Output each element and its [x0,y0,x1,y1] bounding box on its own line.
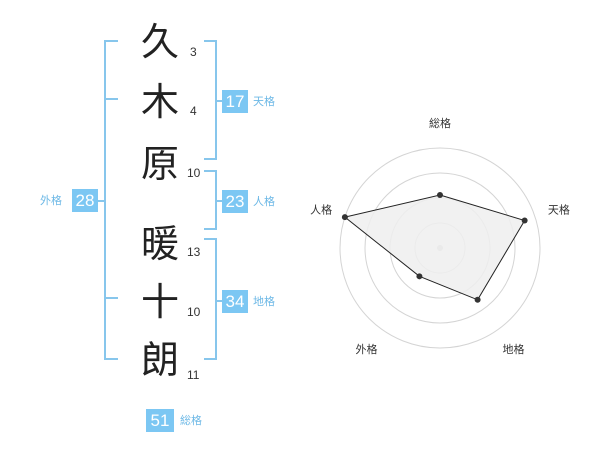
name-char-6: 朗 [140,338,179,382]
jinkaku-label: 人格 [253,195,275,208]
gaikaku-label: 外格 [40,194,62,207]
radar-ring [364,172,516,324]
radar-area [343,194,526,301]
stroke-count-3: 10 [187,166,201,180]
gaikaku-connector [98,200,106,202]
tenkaku-connector [215,100,222,102]
name-char-3: 原 [140,142,179,186]
stroke-count-4: 13 [187,245,201,259]
bracket-tick [104,297,118,299]
name-char-4: 暖 [140,222,179,266]
tenkaku-label: 天格 [253,95,275,108]
chikaku-value-badge: 34 [222,290,248,313]
radar-axis-label: 総格 [429,116,451,130]
radar-axis-label: 人格 [310,202,332,216]
tenkaku-value-badge: 17 [222,90,248,113]
bracket-tick [104,98,118,100]
radar-point [521,217,528,224]
chikaku-connector [215,300,222,302]
name-char-2: 木 [140,80,179,124]
name-char-5: 十 [140,280,179,324]
radar-point [437,192,443,198]
jinkaku-connector [215,200,222,202]
chikaku-label: 地格 [253,295,275,308]
radar-axis-label: 天格 [548,202,570,216]
gaikaku-bracket [104,40,118,360]
chikaku-bracket [204,238,217,360]
jinkaku-value-badge: 23 [222,190,248,213]
radar-ring [339,147,541,349]
radar-point [341,214,348,221]
soukaku-label: 総格 [180,414,202,427]
stroke-count-5: 10 [187,305,201,319]
stroke-count-2: 4 [190,104,197,118]
radar-point [474,296,481,303]
stroke-count-6: 11 [187,368,200,382]
name-char-1: 久 [140,20,179,64]
radar-axis-label: 外格 [356,342,378,356]
radar-point [416,273,423,280]
soukaku-value-badge: 51 [146,409,174,432]
stroke-count-1: 3 [190,45,197,59]
radar-axis-label: 地格 [502,342,524,356]
gaikaku-value-badge: 28 [72,189,98,212]
